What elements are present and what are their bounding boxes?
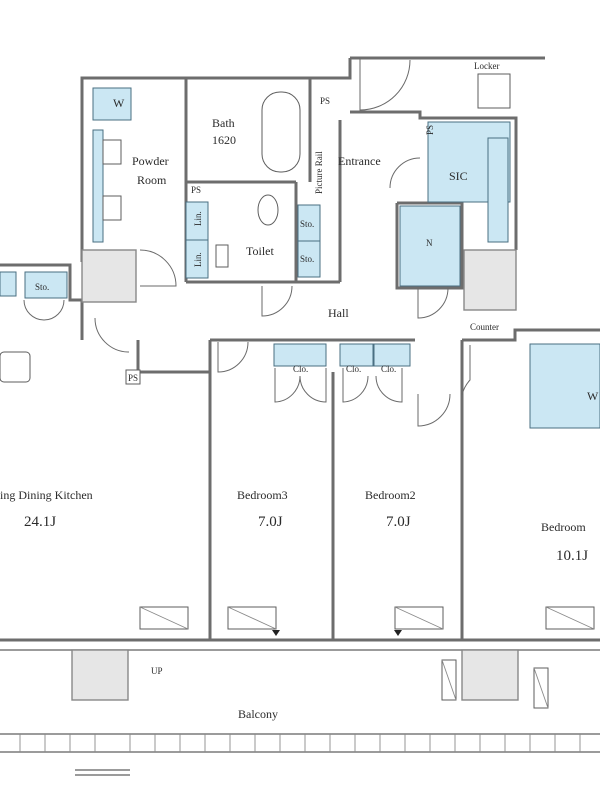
exterior-walls: [0, 56, 600, 776]
label-bedroom3: Bedroom3: [237, 488, 288, 502]
label-bedroom1-area: 10.1J: [556, 548, 588, 564]
label-n: N: [426, 238, 433, 248]
bathtub-icon: [261, 91, 301, 173]
label-bath: Bath: [212, 116, 235, 130]
label-sto-3: Sto.: [35, 282, 49, 292]
label-ps-2: PS: [191, 185, 201, 195]
label-locker: Locker: [474, 61, 499, 71]
label-toilet: Toilet: [246, 244, 274, 258]
label-hall: Hall: [328, 306, 349, 320]
label-ps-3: PS: [128, 373, 138, 383]
label-picture-rail: Picture Rail: [314, 151, 324, 194]
door-swings: [23, 58, 471, 427]
label-powder-room-1: Powder: [132, 154, 169, 168]
label-bath-size: 1620: [212, 133, 236, 147]
label-lin-1: Lin.: [193, 211, 203, 226]
label-lin-2: Lin.: [193, 252, 203, 267]
label-powder-room-2: Room: [137, 173, 167, 187]
label-counter: Counter: [470, 322, 499, 332]
label-sic: SIC: [449, 169, 468, 183]
label-sto-1: Sto.: [300, 219, 314, 229]
label-bedroom2: Bedroom2: [365, 488, 416, 502]
balcony-railing: [19, 734, 581, 752]
label-ps-1: PS: [320, 96, 330, 106]
label-bedroom2-area: 7.0J: [386, 514, 411, 530]
label-sto-2: Sto.: [300, 254, 314, 264]
fixture-labels: W W PS PS PS Picture Rail Locker Counter…: [35, 61, 599, 676]
window-markers: [272, 630, 402, 636]
label-balcony: Balcony: [238, 707, 278, 721]
label-entrance: Entrance: [338, 154, 381, 168]
toilet-icon: [257, 194, 279, 226]
structural-columns: [71, 249, 519, 701]
washer-icon: [92, 87, 132, 121]
label-bedroom3-area: 7.0J: [258, 514, 283, 530]
label-ps-small: PS: [425, 125, 435, 135]
label-bedroom1: Bedroom: [541, 520, 586, 534]
label-up: UP: [151, 666, 163, 676]
label-living-dining-kitchen: ing Dining Kitchen: [0, 488, 93, 502]
label-w-bedroom: W: [587, 389, 599, 403]
label-clo-1: Clo.: [293, 364, 308, 374]
label-living-area: 24.1J: [24, 514, 56, 530]
fixtures: [0, 73, 600, 429]
window-units: [139, 606, 595, 709]
label-clo-3: Clo.: [381, 364, 396, 374]
sink-icon: [0, 351, 31, 383]
label-clo-2: Clo.: [346, 364, 361, 374]
room-labels: ing Dining Kitchen 24.1J Bedroom3 7.0J B…: [0, 116, 588, 721]
label-w-laundry: W: [113, 96, 125, 110]
